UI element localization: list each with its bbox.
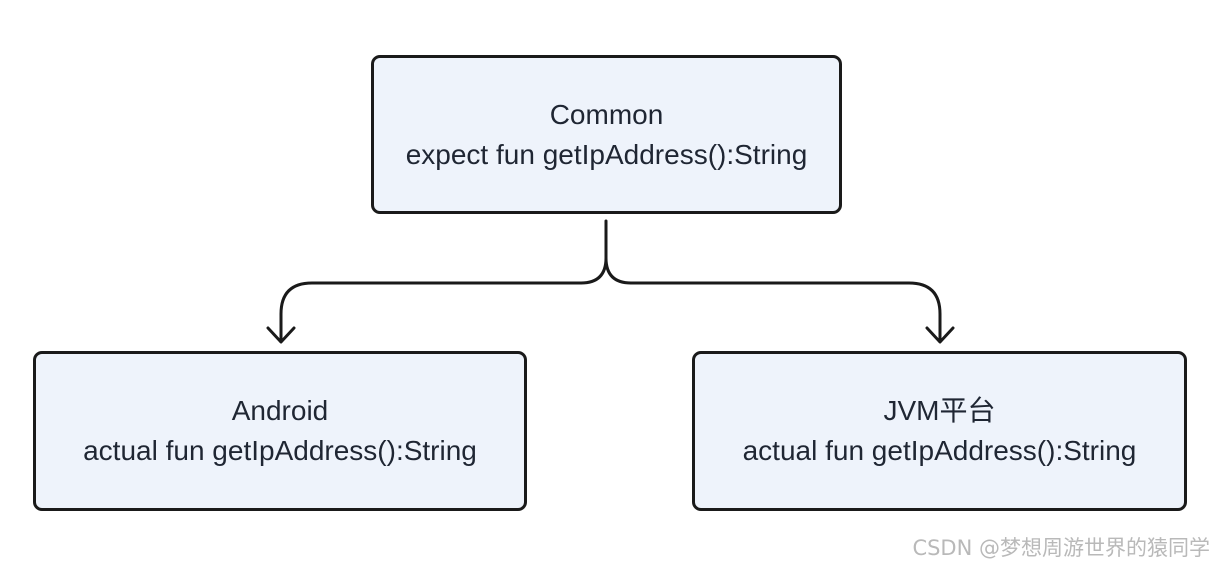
jvm-node-title: JVM平台: [883, 395, 996, 426]
connector-to-jvm: [629, 281, 942, 342]
connector-to-android: [279, 281, 583, 342]
arrowhead-android-icon: [266, 326, 296, 344]
connector-common-to-jvm-branch: [604, 256, 633, 285]
android-node: Android actual fun getIpAddress():String: [33, 351, 527, 511]
android-node-code: actual fun getIpAddress():String: [83, 435, 477, 466]
watermark: CSDN @梦想周游世界的猿同学: [912, 536, 1210, 560]
jvm-node: JVM平台 actual fun getIpAddress():String: [692, 351, 1187, 511]
common-node: Common expect fun getIpAddress():String: [371, 55, 842, 214]
android-node-title: Android: [231, 395, 329, 426]
arrowhead-jvm-icon: [925, 326, 955, 344]
connector-common-stem: [579, 219, 608, 285]
jvm-node-code: actual fun getIpAddress():String: [742, 435, 1137, 466]
common-node-title: Common: [549, 98, 664, 130]
common-node-code: expect fun getIpAddress():String: [405, 138, 808, 170]
